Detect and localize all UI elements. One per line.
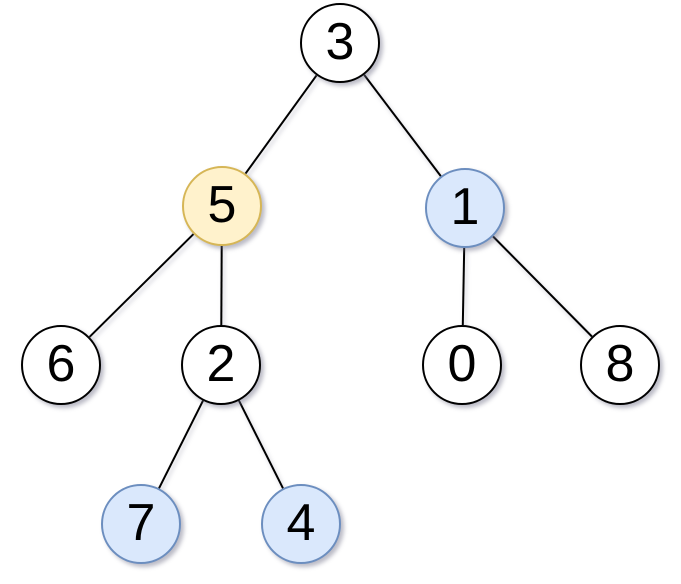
tree-node-label: 1 bbox=[450, 178, 480, 236]
tree-node-label: 7 bbox=[126, 494, 156, 552]
tree-node-label: 3 bbox=[325, 13, 355, 71]
tree-edge-2-7 bbox=[158, 400, 204, 489]
tree-node-5: 5 bbox=[182, 166, 262, 246]
tree-node-1: 1 bbox=[425, 168, 505, 248]
tree-edge-1-0 bbox=[461, 247, 466, 326]
tree-edge-2-4 bbox=[238, 400, 284, 489]
tree-node-label: 2 bbox=[206, 335, 236, 393]
tree-node-label: 0 bbox=[447, 335, 477, 393]
tree-node-2: 2 bbox=[181, 325, 261, 405]
tree-edge-5-6 bbox=[88, 233, 195, 338]
tree-node-3: 3 bbox=[300, 3, 380, 83]
tree-node-7: 7 bbox=[101, 484, 181, 564]
tree-edge-3-5 bbox=[244, 74, 318, 175]
tree-edge-3-1 bbox=[363, 74, 442, 177]
tree-node-4: 4 bbox=[261, 484, 341, 564]
tree-node-label: 6 bbox=[46, 335, 76, 393]
tree-node-label: 8 bbox=[605, 335, 635, 393]
tree-node-label: 4 bbox=[286, 494, 316, 552]
tree-node-label: 5 bbox=[207, 176, 237, 234]
tree-edge-1-8 bbox=[492, 235, 593, 338]
tree-node-0: 0 bbox=[422, 325, 502, 405]
tree-node-6: 6 bbox=[21, 325, 101, 405]
tree-node-8: 8 bbox=[580, 325, 660, 405]
